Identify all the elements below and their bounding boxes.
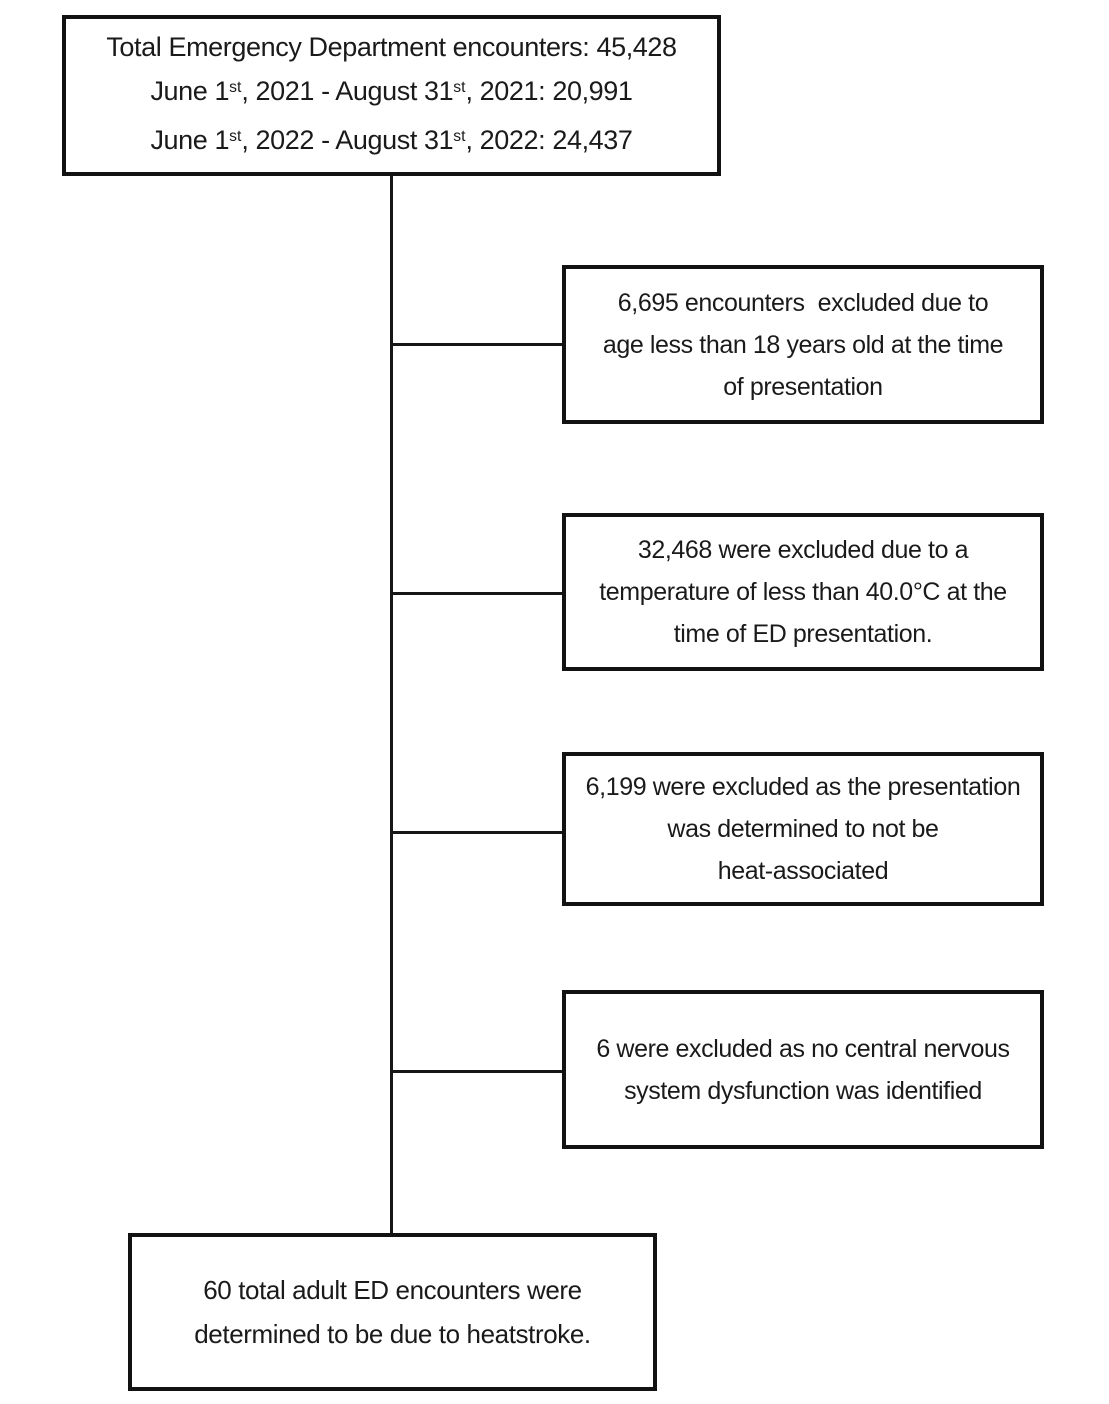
exclusion-temperature-text: 32,468 were excluded due to a temperatur…	[599, 536, 1007, 648]
total-encounters-box: Total Emergency Department encounters: 4…	[62, 15, 721, 176]
ed-total-line: Total Emergency Department encounters: 4…	[106, 31, 677, 62]
exclusion-cns-text: 6 were excluded as no central nervous sy…	[596, 1034, 1010, 1105]
date-segment: , 2022: 24,437	[465, 124, 633, 155]
exclusion-temperature-box: 32,468 were excluded due to a temperatur…	[562, 513, 1044, 671]
exclusion-age-box: 6,695 encounters excluded due to age les…	[562, 265, 1044, 424]
date-segment: , 2021: 20,991	[465, 75, 633, 106]
ordinal-suffix: st	[229, 127, 242, 145]
branch-line-not-heat-exclusion	[392, 831, 562, 834]
branch-line-temperature-exclusion	[392, 592, 562, 595]
date-segment: June 1	[150, 124, 230, 155]
date-segment: June 1	[150, 75, 230, 106]
exclusion-cns-box: 6 were excluded as no central nervous sy…	[562, 990, 1044, 1149]
branch-line-age-exclusion	[392, 343, 562, 346]
final-cohort-box: 60 total adult ED encounters were determ…	[128, 1233, 657, 1391]
summer-2022-line: June 1st, 2022 - August 31st, 2022: 24,4…	[106, 118, 676, 167]
exclusion-not-heat-text: 6,199 were excluded as the presentation …	[585, 773, 1021, 885]
total-encounters-text: Total Emergency Department encounters: 4…	[106, 25, 677, 167]
ordinal-suffix: st	[229, 78, 242, 96]
branch-line-cns-exclusion	[392, 1070, 562, 1073]
summer-2021-line: June 1st, 2021 - August 31st, 2021: 20,9…	[106, 69, 676, 118]
final-cohort-text: 60 total adult ED encounters were determ…	[194, 1275, 591, 1349]
exclusion-age-text: 6,695 encounters excluded due to age les…	[602, 288, 1004, 401]
ordinal-suffix: st	[453, 78, 466, 96]
date-segment: , 2021 - August 31	[241, 75, 454, 106]
trunk-connector-line	[390, 176, 393, 1233]
date-segment: , 2022 - August 31	[241, 124, 454, 155]
ordinal-suffix: st	[453, 127, 466, 145]
exclusion-not-heat-box: 6,199 were excluded as the presentation …	[562, 752, 1044, 906]
